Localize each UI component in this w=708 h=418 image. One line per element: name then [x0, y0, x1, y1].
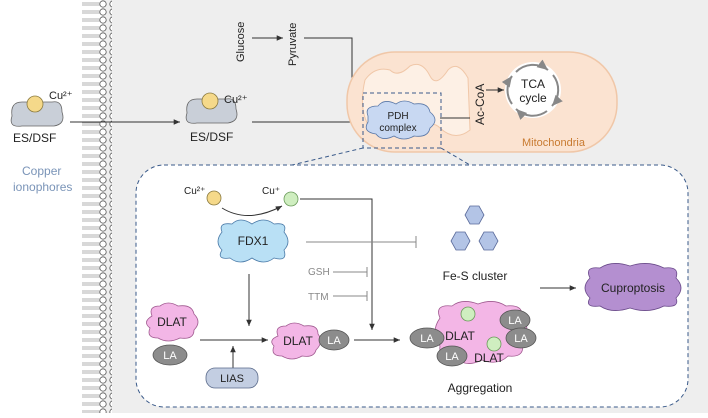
cell-membrane	[82, 0, 112, 413]
cuproptosis: Cuproptosis	[584, 263, 682, 311]
aggregate-dlat-2-label: DLAT	[474, 351, 504, 365]
pdh-shape	[365, 100, 436, 140]
inside-drug-label: ES/DSF	[190, 130, 233, 144]
glucose-label: Glucose	[235, 22, 247, 62]
cu1-label: Cu⁺	[262, 186, 280, 197]
fdx1-shape	[217, 219, 289, 263]
ttm-label: TTM	[308, 292, 329, 303]
acetyl-coa-label: Ac-CoA	[473, 84, 487, 125]
fe-s-hexagon-1	[464, 205, 485, 225]
fe-s-label: Fe-S cluster	[443, 269, 508, 283]
gsh-label: GSH	[308, 267, 330, 278]
ionophore-label-line2: ionophores	[13, 180, 72, 194]
tca-cycle: TCA cycle	[501, 59, 563, 120]
dlat-la-la-label: LA	[327, 335, 341, 347]
dlat-la-dlat-shape	[271, 322, 321, 360]
cu2-icon	[206, 190, 222, 206]
fdx1: FDX1	[217, 219, 289, 263]
aggregate-la-4-label: LA	[445, 351, 459, 363]
pdh-label-line1: PDH	[387, 111, 408, 122]
aggregate-la-1	[409, 327, 445, 349]
tca-background	[505, 62, 561, 118]
aggregate-dlat-1-label: DLAT	[445, 329, 475, 343]
pdh-complex: PDH complex	[365, 100, 436, 140]
dlat-free: DLAT	[146, 302, 199, 342]
intracellular-copper-complex: Cu²⁺ ES/DSF	[185, 92, 248, 144]
tca-arrow-3	[515, 108, 548, 120]
aggregate-cu-1	[460, 306, 476, 322]
tca-arrow-1	[515, 59, 549, 73]
pyruvate-label: Pyruvate	[287, 23, 299, 66]
tca-arrow-4	[501, 75, 513, 105]
zoom-line-left	[291, 147, 364, 166]
outside-copper-label: Cu²⁺	[49, 90, 73, 102]
drug-shape	[10, 101, 64, 127]
drug-shape-inside	[185, 98, 238, 124]
aggregation-cluster: LA LA LA LA DLAT DLAT Aggregation	[409, 301, 537, 395]
dlat-shape	[146, 302, 199, 342]
fe-s-cluster: Fe-S cluster	[443, 205, 508, 283]
aggregate-la-3	[505, 327, 537, 349]
cuproptosis-shape	[584, 263, 682, 311]
tca-arrow-2	[551, 74, 563, 107]
aggregate-la-2-label: LA	[508, 315, 522, 327]
aggregate-la-3-label: LA	[514, 333, 528, 345]
la-label: LA	[163, 350, 177, 362]
dlat-la: DLAT LA	[271, 322, 350, 360]
ionophore-label-line1: Copper	[22, 164, 61, 178]
dlat-la-la-shape	[318, 329, 350, 351]
dlat-la-dlat-label: DLAT	[283, 334, 313, 348]
cuproptosis-label: Cuproptosis	[601, 281, 665, 295]
cu1-to-aggregation-arrow	[300, 198, 375, 330]
fe-s-hexagon-2	[450, 231, 471, 251]
reduction-arrow	[221, 205, 283, 217]
lias: LIAS	[205, 367, 259, 389]
tca-label-line2: cycle	[519, 91, 547, 105]
copper-ion-icon	[26, 95, 44, 113]
pdh-zoom-box	[362, 92, 442, 149]
aggregate-cu-2	[486, 336, 502, 352]
mitochondria-label: Mitochondria	[522, 137, 586, 149]
aggregation-label: Aggregation	[448, 381, 513, 395]
pdh-label-line2: complex	[379, 123, 416, 134]
cu1-icon	[283, 191, 299, 207]
tca-label-line1: TCA	[521, 77, 545, 91]
aggregate-la-1-label: LA	[420, 333, 434, 345]
zoom-line-right	[440, 147, 471, 166]
inside-copper-label: Cu²⁺	[224, 94, 248, 106]
fdx1-label: FDX1	[238, 234, 269, 248]
dlat-label: DLAT	[157, 315, 187, 329]
copper-ion-icon-inside	[201, 92, 219, 110]
aggregate-la-4	[436, 345, 468, 367]
extracellular-copper-complex: Cu²⁺ ES/DSF Copper ionophores	[10, 90, 73, 194]
la-free: LA	[152, 344, 188, 366]
lias-label: LIAS	[220, 373, 244, 385]
la-shape	[152, 344, 188, 366]
cu2-label: Cu²⁺	[184, 186, 205, 197]
fe-s-hexagon-3	[478, 231, 499, 251]
outside-drug-label: ES/DSF	[13, 131, 56, 145]
lias-shape	[205, 367, 259, 389]
